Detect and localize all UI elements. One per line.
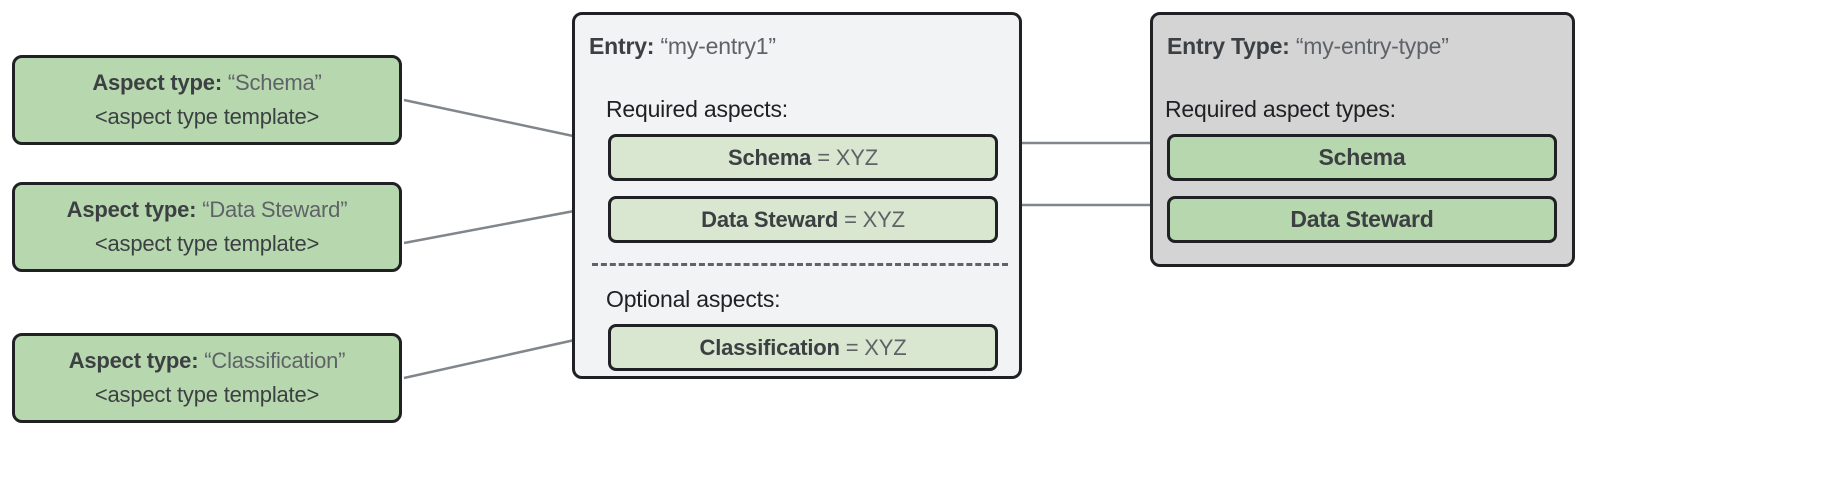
aspect-name: Data Steward (701, 206, 839, 232)
entry-required-aspect-schema[interactable]: Schema = XYZ (608, 134, 998, 181)
aspect-type-heading: Aspect type: “Classification” (69, 348, 346, 374)
entry-required-aspects-label: Required aspects: (606, 96, 788, 122)
aspect-type-label: Aspect type: (68, 348, 199, 373)
aspect-value: = XYZ (844, 206, 905, 232)
entry-type-required-label: Required aspect types: (1165, 96, 1396, 122)
entry-type-panel: Entry Type: “my-entry-type” Required asp… (1150, 12, 1575, 267)
aspect-type-card-schema[interactable]: Aspect type: “Schema” <aspect type templ… (12, 55, 402, 145)
entry-required-aspect-data-steward[interactable]: Data Steward = XYZ (608, 196, 998, 243)
entry-optional-aspect-classification[interactable]: Classification = XYZ (608, 324, 998, 371)
aspect-type-label: Aspect type: (92, 70, 222, 95)
aspect-type-template: <aspect type template> (94, 231, 320, 256)
aspect-type-template: <aspect type template> (94, 382, 320, 407)
entry-title: Entry: “my-entry1” (589, 33, 776, 60)
entry-optional-aspects-label: Optional aspects: (606, 286, 781, 312)
aspect-name: Schema (728, 144, 812, 170)
entry-panel: Entry: “my-entry1” Required aspects: Sch… (572, 12, 1022, 379)
entry-type-title-name: “my-entry-type” (1295, 33, 1449, 59)
aspect-type-name: “Classification” (204, 348, 346, 373)
aspect-type-name: “Data Steward” (202, 197, 348, 222)
aspect-type-card-classification[interactable]: Aspect type: “Classification” <aspect ty… (12, 333, 402, 423)
aspect-type-template: <aspect type template> (94, 104, 320, 129)
entry-type-required-aspect-data-steward[interactable]: Data Steward (1167, 196, 1557, 243)
entry-type-title-label: Entry Type: (1167, 33, 1290, 59)
aspect-type-card-data-steward[interactable]: Aspect type: “Data Steward” <aspect type… (12, 182, 402, 272)
aspect-value: = XYZ (817, 144, 878, 170)
aspect-type-label: Aspect type: (66, 197, 197, 222)
aspect-type-name: “Schema” (227, 70, 322, 95)
aspect-value: = XYZ (845, 334, 907, 360)
entry-type-required-aspect-schema[interactable]: Schema (1167, 134, 1557, 181)
aspect-type-heading: Aspect type: “Schema” (92, 70, 322, 96)
aspect-name: Classification (699, 334, 840, 360)
entry-section-divider (592, 263, 1008, 266)
aspect-type-heading: Aspect type: “Data Steward” (67, 197, 348, 223)
entry-title-label: Entry: (589, 33, 655, 59)
entry-type-title: Entry Type: “my-entry-type” (1167, 33, 1449, 60)
entry-title-name: “my-entry1” (660, 33, 776, 59)
